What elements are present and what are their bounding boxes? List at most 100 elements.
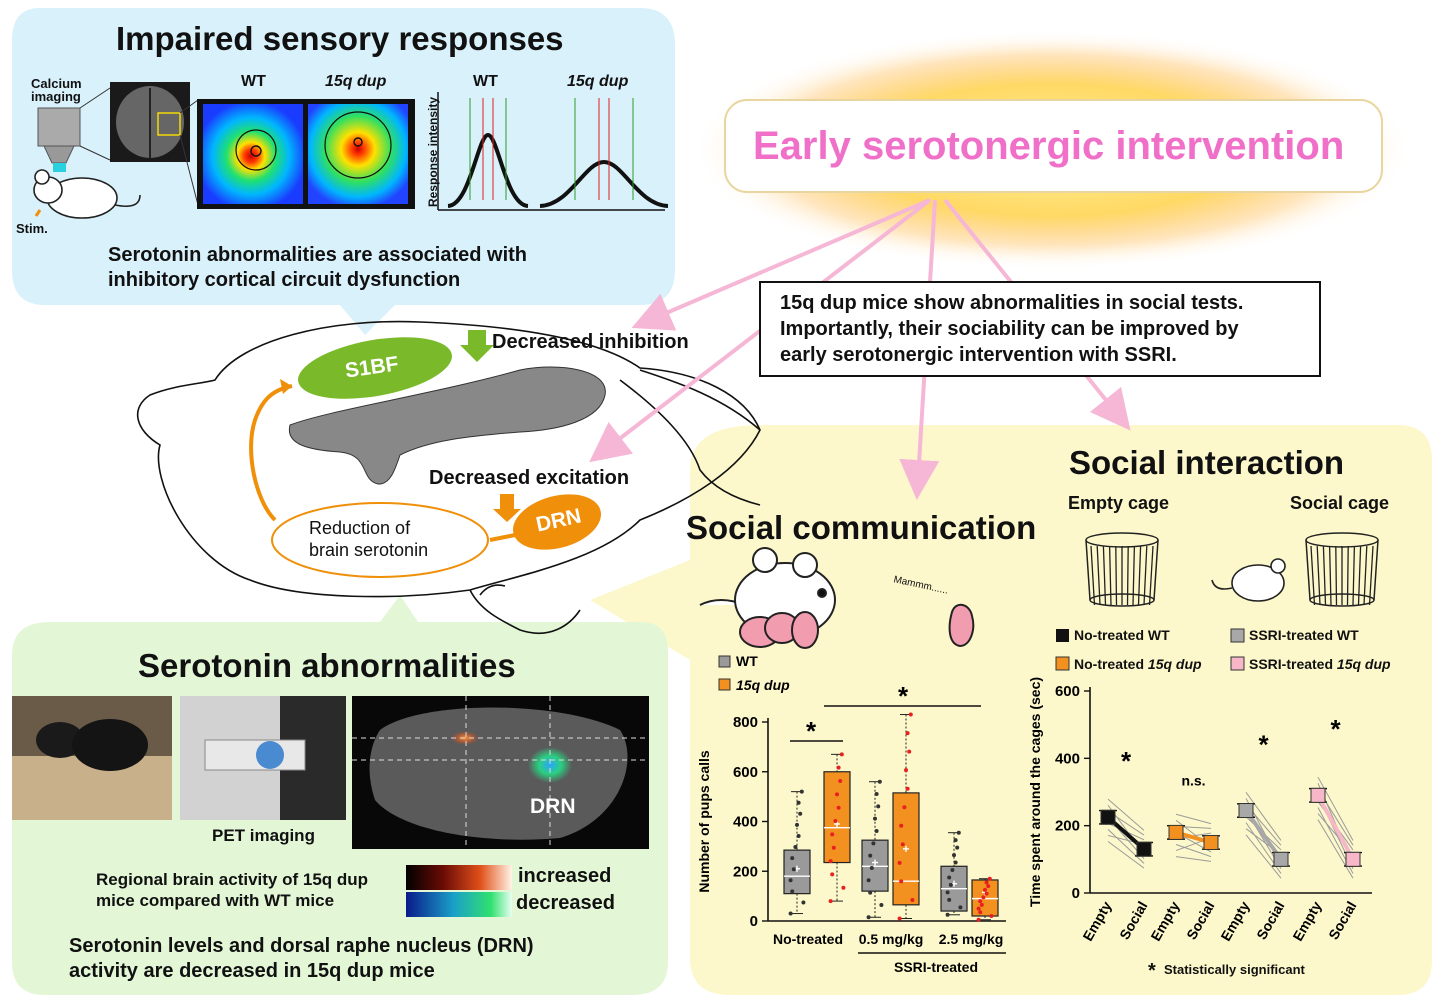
data-dot	[790, 889, 795, 894]
data-dot	[897, 860, 902, 865]
mean-line	[1244, 809, 1283, 861]
data-dot	[831, 845, 836, 850]
single-pup-icon	[948, 603, 975, 648]
sig-label: *	[1330, 714, 1341, 744]
individual-line	[1107, 841, 1145, 869]
data-dot	[838, 779, 843, 784]
curve-wt-label: WT	[473, 73, 498, 90]
data-dot	[830, 832, 835, 837]
data-dot	[904, 768, 908, 773]
social-comm-title: Social communication	[686, 509, 1037, 546]
cage-bar	[1126, 545, 1129, 606]
decreased-label: decreased	[516, 892, 615, 914]
serotonin-title: Serotonin abnormalities	[138, 647, 516, 684]
box	[783, 849, 811, 895]
data-dot	[799, 789, 804, 794]
legend-swatch-2	[1230, 628, 1245, 643]
pet-drn-label: DRN	[530, 795, 576, 818]
increased-colorbar	[406, 865, 512, 890]
heatmap-dup	[308, 104, 408, 204]
y-tick-label: 800	[733, 714, 758, 731]
mean-point	[1136, 841, 1152, 857]
data-dot	[981, 895, 986, 900]
legend-swatch-wt	[718, 655, 731, 668]
sig-label: *	[1258, 729, 1269, 759]
data-dot	[945, 912, 950, 917]
cage-bar	[1316, 545, 1321, 606]
sensory-caption-1: Serotonin abnormalities are associated w…	[108, 244, 528, 266]
social-int-title: Social interaction	[1069, 444, 1345, 481]
legend-swatch-dup	[718, 678, 731, 691]
cage-bar	[1096, 545, 1101, 606]
serotonin-caption-2: activity are decreased in 15q dup mice	[69, 960, 435, 982]
legend-label-4-italic: 15q dup	[1336, 656, 1391, 672]
legend-label-dup: 15q dup	[736, 677, 790, 693]
data-dot	[979, 902, 984, 907]
sig-star: *	[898, 681, 909, 711]
data-dot	[908, 712, 913, 717]
data-dot	[947, 897, 952, 902]
individual-line	[1317, 819, 1354, 879]
data-dot	[902, 805, 907, 810]
data-dot	[984, 880, 989, 885]
footnote-label: Statistically significant	[1164, 962, 1305, 977]
cage-bar	[1352, 545, 1356, 606]
data-dot	[868, 890, 873, 895]
mouse-icon	[33, 169, 141, 219]
legend-label-wt: WT	[736, 653, 758, 669]
pups-icon	[739, 611, 819, 649]
data-dot	[978, 899, 983, 904]
empty-cage-icon	[1085, 532, 1159, 607]
data-dot	[978, 910, 983, 915]
sensory-caption-2: inhibitory cortical circuit dysfunction	[108, 269, 461, 291]
y-tick-label: 0	[1072, 885, 1080, 902]
legend-label-3-italic: 15q dup	[1147, 656, 1202, 672]
data-dot	[795, 822, 799, 827]
green-down-arrow	[460, 330, 494, 362]
mean-point	[1345, 851, 1361, 867]
group-super-label: SSRI-treated	[894, 959, 978, 975]
individual-line	[1245, 792, 1282, 841]
brain-outline	[136, 320, 761, 635]
data-dot	[879, 902, 884, 907]
legend-swatch-1	[1056, 629, 1069, 642]
data-dot	[984, 891, 989, 896]
legend-label-4-text: SSRI-treated	[1249, 656, 1337, 672]
individual-line	[1317, 776, 1354, 841]
legend-label-4: SSRI-treated 15q dup	[1249, 656, 1391, 672]
data-dot	[952, 853, 956, 858]
empty-cage-label: Empty cage	[1068, 493, 1170, 513]
intervention-title: Early serotonergic intervention	[753, 124, 1345, 168]
data-dot	[836, 805, 841, 810]
individual-line	[1107, 829, 1145, 864]
social-cage-label: Social cage	[1290, 493, 1390, 513]
data-dot	[976, 906, 981, 911]
summary-line-3: early serotonergic intervention with SSR…	[780, 344, 1177, 366]
decreased-excitation-label: Decreased excitation	[429, 467, 630, 489]
data-dot	[958, 905, 963, 910]
orange-down-arrow	[493, 494, 521, 522]
cage-bar	[1148, 545, 1154, 606]
mean-point	[1168, 824, 1184, 840]
data-dot	[868, 853, 873, 858]
map-dup-label: 15q dup	[325, 73, 387, 90]
cage-bar	[1322, 545, 1327, 606]
mean-point	[1310, 787, 1326, 803]
footnote-star: *	[1148, 960, 1156, 982]
y-axis-label: Number of pups calls	[696, 750, 712, 893]
data-dot	[873, 816, 877, 821]
y-tick-label: 0	[750, 913, 758, 930]
data-dot	[788, 911, 793, 916]
data-dot	[791, 867, 796, 872]
summary-line-2: Importantly, their sociability can be im…	[780, 318, 1239, 340]
data-dot	[841, 885, 846, 890]
data-dot	[866, 878, 871, 883]
calcium-label-2: imaging	[31, 89, 81, 104]
cage-bar	[1137, 545, 1142, 606]
group-label: No-treated	[773, 931, 843, 947]
data-dot	[945, 890, 950, 895]
individual-line	[1245, 834, 1282, 879]
individual-line	[1175, 813, 1212, 825]
y-tick-label: 400	[733, 814, 758, 831]
data-dot	[835, 792, 839, 797]
